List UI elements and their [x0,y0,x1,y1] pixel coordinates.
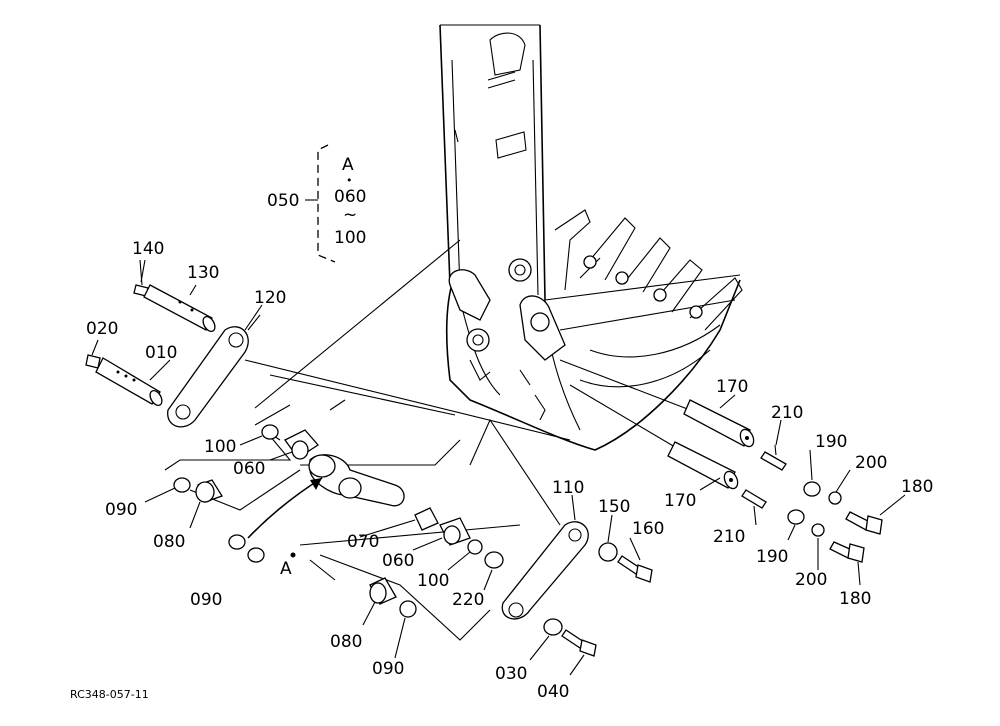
washer-150 [598,542,618,562]
bolt-040 [561,629,597,657]
callout-190-lower: 190 [756,547,788,567]
callout-030: 030 [495,664,527,684]
link-120 [167,314,261,428]
callout-labels: 140 130 120 020 010 100 060 090 080 090 … [86,239,933,702]
pin-170-lower [667,441,739,490]
group-range-tilde: ~ [343,205,357,225]
callout-090-lower: 090 [372,659,404,679]
callout-110: 110 [552,478,584,498]
callout-010: 010 [145,343,177,363]
group-range-to: 100 [334,228,366,248]
callout-180-lower: 180 [839,589,871,609]
link-110 [501,521,589,620]
callout-070: 070 [347,532,379,552]
callout-190-upper: 190 [815,432,847,452]
group-callout: A • 060 ~ 100 050 [267,155,366,248]
grease-nipple-140 [133,259,149,297]
bushing-washer-lower [369,577,417,618]
detail-arrow [247,477,323,558]
grease-nipple-210-lower [741,489,767,509]
callout-130: 130 [187,263,219,283]
grease-nipple-020 [85,354,101,369]
bucket-drawing [445,209,743,451]
reference-code: RC348-057-11 [70,688,149,701]
callout-090-pair: 090 [190,590,222,610]
washer-030 [543,618,563,636]
bushings-upper [261,424,319,460]
washer-190-lower [787,509,805,525]
callout-160: 160 [632,519,664,539]
callout-210-lower: 210 [713,527,745,547]
callout-200-lower: 200 [795,570,827,590]
washer-200-lower [811,523,825,537]
washers-090-pair [228,534,265,563]
group-bracket [305,144,336,263]
callout-090-left: 090 [105,500,137,520]
link-070 [308,454,405,507]
bolt-180-upper [845,511,883,535]
callout-200-upper: 200 [855,453,887,473]
callout-100-upper: 100 [204,437,236,457]
pin-010 [95,357,163,407]
washer-200-upper [828,491,842,505]
callout-170-upper: 170 [716,377,748,397]
bolt-160 [617,555,653,583]
callout-210-upper: 210 [771,403,803,423]
callout-leaders [91,259,906,676]
group-range-start: A [342,155,354,175]
callout-060-upper: 060 [233,459,265,479]
grease-nipple-210-upper [760,444,787,471]
pin-130 [143,284,216,333]
callout-080-lower: 080 [330,632,362,652]
callout-170-lower: 170 [664,491,696,511]
callout-040: 040 [537,682,569,702]
bushings-lower-right [414,507,504,569]
callout-220: 220 [452,590,484,610]
callout-120: 120 [254,288,286,308]
callout-060-lower: 060 [382,551,414,571]
group-range-dot: • [346,174,353,187]
group-range-from: 060 [334,187,366,207]
callout-140: 140 [132,239,164,259]
pin-170-upper [683,399,755,448]
arm-drawing [439,24,546,301]
bolt-180-lower [829,541,865,563]
washer-bushing-left [173,477,223,503]
washer-190-upper [803,481,821,497]
callout-020: 020 [86,319,118,339]
group-number: 050 [267,191,299,211]
callout-100-lower: 100 [417,571,449,591]
callout-180-upper: 180 [901,477,933,497]
callout-080-left: 080 [153,532,185,552]
callout-150: 150 [598,497,630,517]
detail-marker-label: A [280,559,292,579]
